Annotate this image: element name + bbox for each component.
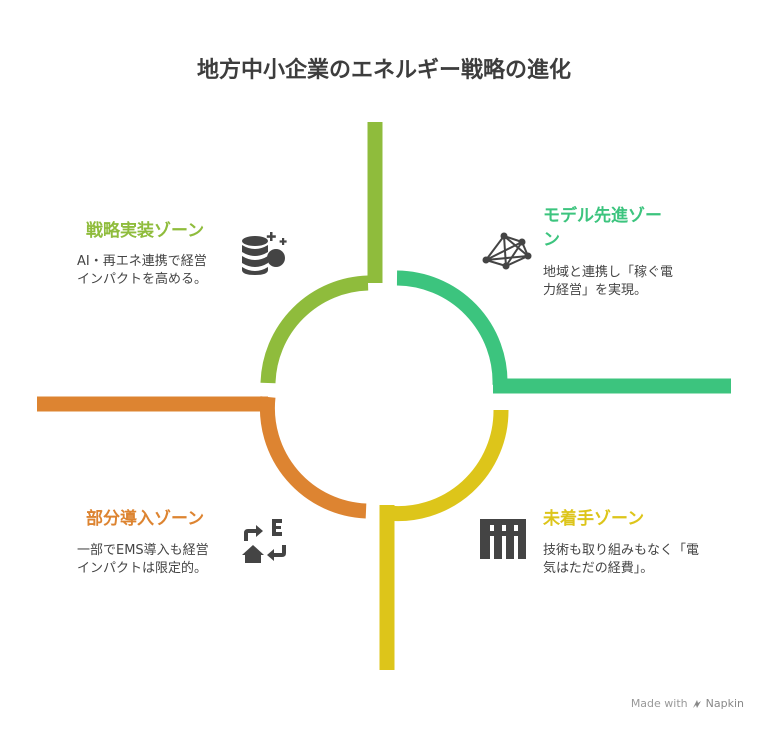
zone-desc-unstarted-line2: 気はただの経費」。	[543, 561, 654, 576]
zone-desc-strategy-line2: インパクトを高める。	[77, 272, 208, 287]
home-energy-transfer-icon	[242, 519, 286, 563]
network-mesh-icon	[482, 232, 532, 270]
page-title: 地方中小企業のエネルギー戦略の進化	[196, 58, 571, 83]
zone-desc-model-line1: 地域と連携し「稼ぐ電	[543, 265, 674, 280]
zone-title-strategy: 戦略実装ゾーン	[86, 221, 205, 241]
building-columns-icon	[480, 519, 526, 559]
database-coins-icon	[242, 232, 287, 275]
zone-desc-model-line2: 力経営」を実現。	[543, 283, 648, 298]
teal-track	[396, 270, 731, 394]
zone-title-model-line1: モデル先進ゾー	[543, 206, 662, 226]
napkin-logo-icon	[692, 699, 701, 708]
orange-track	[37, 396, 367, 519]
footer-brand: Napkin	[705, 697, 744, 710]
footer-credit: Made with Napkin	[631, 697, 744, 710]
green-track	[260, 122, 383, 384]
zone-desc-unstarted-line1: 技術も取り組みもなく「電	[543, 543, 700, 558]
zone-title-unstarted: 未着手ゾーン	[543, 509, 645, 529]
footer-made-with: Made with	[630, 697, 688, 710]
zone-desc-strategy-line1: AI・再エネ連携で経営	[77, 254, 207, 269]
zone-title-model-line2: ン	[543, 230, 560, 250]
zone-desc-partial-line2: インパクトは限定的。	[77, 561, 208, 576]
zone-desc-partial-line1: 一部でEMS導入も経営	[77, 543, 209, 558]
zone-title-partial: 部分導入ゾーン	[86, 509, 205, 529]
yellow-track	[379, 409, 509, 670]
